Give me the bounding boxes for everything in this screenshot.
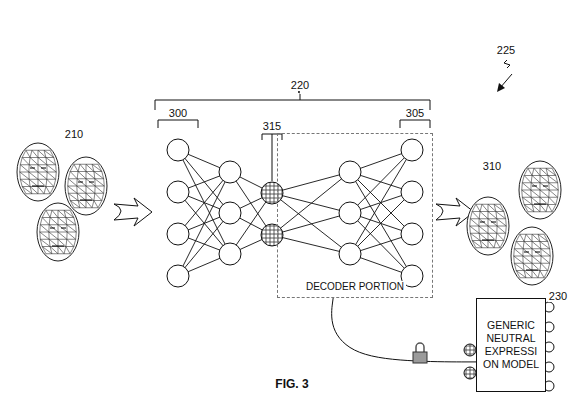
- flow-arrow: [114, 198, 152, 226]
- neuron: [261, 182, 283, 204]
- callout-number: 315: [262, 120, 282, 132]
- callout-number: 305: [405, 107, 425, 119]
- arrowhead-225: [497, 83, 505, 92]
- bracket-305: [400, 120, 430, 128]
- connector: [332, 298, 476, 362]
- lock-icon: [413, 343, 427, 363]
- face-mesh: [519, 161, 561, 219]
- figure-caption: FIG. 3: [274, 378, 309, 391]
- neuron: [219, 161, 241, 183]
- bracket-315: [262, 134, 282, 181]
- squiggle-220: [298, 91, 300, 93]
- neuron: [339, 243, 361, 265]
- decoder-region: DECODER PORTION: [277, 133, 433, 298]
- neuron: [167, 265, 189, 287]
- bracket-220: [155, 94, 430, 110]
- neuron: [261, 224, 283, 246]
- callout-number: 220: [290, 79, 310, 91]
- face-mesh: [37, 203, 79, 261]
- neuron: [339, 161, 361, 183]
- face-mesh: [511, 227, 553, 285]
- neuron: [167, 139, 189, 161]
- hatched-port: [464, 344, 476, 356]
- callout-number: 225: [496, 44, 516, 56]
- hatched-port: [464, 367, 476, 379]
- bracket-300: [158, 120, 198, 128]
- callout-number: 300: [168, 107, 188, 119]
- neuron: [339, 202, 361, 224]
- callout-number: 210: [64, 128, 84, 140]
- neuron: [219, 202, 241, 224]
- leader-225: [500, 60, 512, 88]
- box-label: GENERIC NEUTRAL EXPRESSI ON MODEL: [480, 319, 542, 372]
- neuron: [167, 181, 189, 203]
- model-box: GENERIC NEUTRAL EXPRESSI ON MODEL: [476, 298, 546, 392]
- callout-number: 230: [548, 290, 568, 302]
- neuron: [219, 243, 241, 265]
- neuron: [401, 223, 423, 245]
- face-mesh: [17, 143, 59, 201]
- neuron: [401, 181, 423, 203]
- neuron: [401, 139, 423, 161]
- region-label: DECODER PORTION: [304, 281, 406, 294]
- neural-network: [167, 139, 423, 287]
- neuron: [167, 223, 189, 245]
- face-meshes: [17, 143, 561, 285]
- callout-number: 310: [482, 160, 502, 172]
- face-mesh: [65, 157, 107, 215]
- face-mesh: [467, 197, 509, 255]
